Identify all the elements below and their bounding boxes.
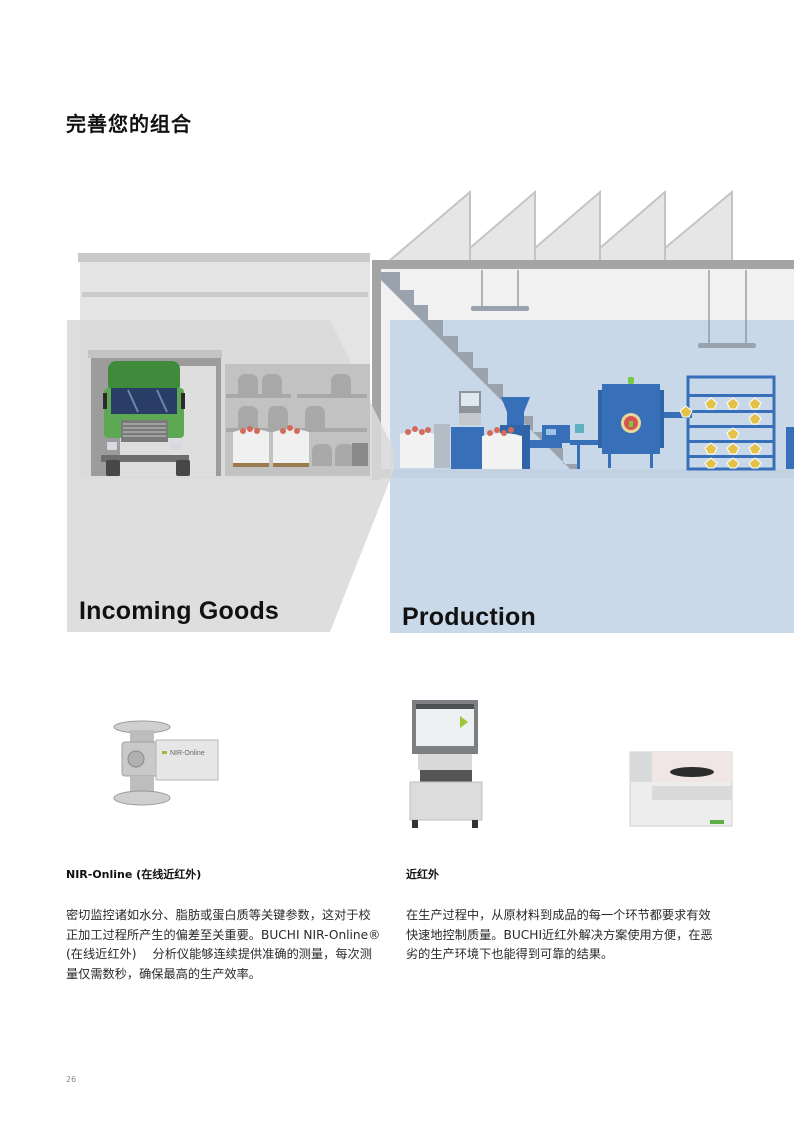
nir-flex-analyzer-image <box>408 698 484 842</box>
page-number: 26 <box>66 1075 77 1084</box>
page-title: 完善您的组合 <box>66 112 192 136</box>
zone-label-production: Production <box>402 603 536 631</box>
description-line: 在生产过程中，从原材料到成品的每一个环节都要求有效 <box>406 908 711 922</box>
production-line <box>400 375 794 471</box>
finished-products <box>679 397 762 469</box>
truck-icon <box>101 361 190 476</box>
description-line: 正加工过程所产生的偏差至关重要。BUCHI NIR-Online® <box>66 927 381 942</box>
sawtooth-roof <box>385 189 733 263</box>
nir-online-product-image: NIR-Online <box>112 720 222 824</box>
goods-sacks <box>233 425 309 467</box>
description-line: (在线近红外) 分析仪能够连续提供准确的测量，每次测 <box>66 947 372 961</box>
device-label: NIR-Online <box>170 750 205 757</box>
nir-master-analyzer-image <box>628 748 734 838</box>
description-line: 劣的生产环境下也能得到可靠的结果。 <box>406 947 614 961</box>
product-description-nir-online: 密切监控诸如水分、脂肪或蛋白质等关键参数，这对于校 正加工过程所产生的偏差至关重… <box>66 906 389 984</box>
description-line: 量仅需数秒，确保最高的生产效率。 <box>66 966 261 981</box>
zone-label-incoming-goods: Incoming Goods <box>79 597 280 625</box>
description-line: 快速地控制质量。BUCHI近红外解决方案使用方便，在恶 <box>406 927 713 942</box>
product-description-nir: 在生产过程中，从原材料到成品的每一个环节都要求有效 快速地控制质量。BUCHI近… <box>406 906 729 965</box>
storage-area <box>225 364 370 476</box>
factory-illustration <box>0 180 794 640</box>
ceiling-lamps <box>471 270 756 348</box>
product-title-nir-online: NIR-Online (在线近红外) <box>66 868 202 881</box>
staircase <box>381 272 578 469</box>
production-zone <box>390 320 794 633</box>
product-title-nir: 近红外 <box>406 868 439 881</box>
description-line: 密切监控诸如水分、脂肪或蛋白质等关键参数，这对于校 <box>66 908 371 922</box>
